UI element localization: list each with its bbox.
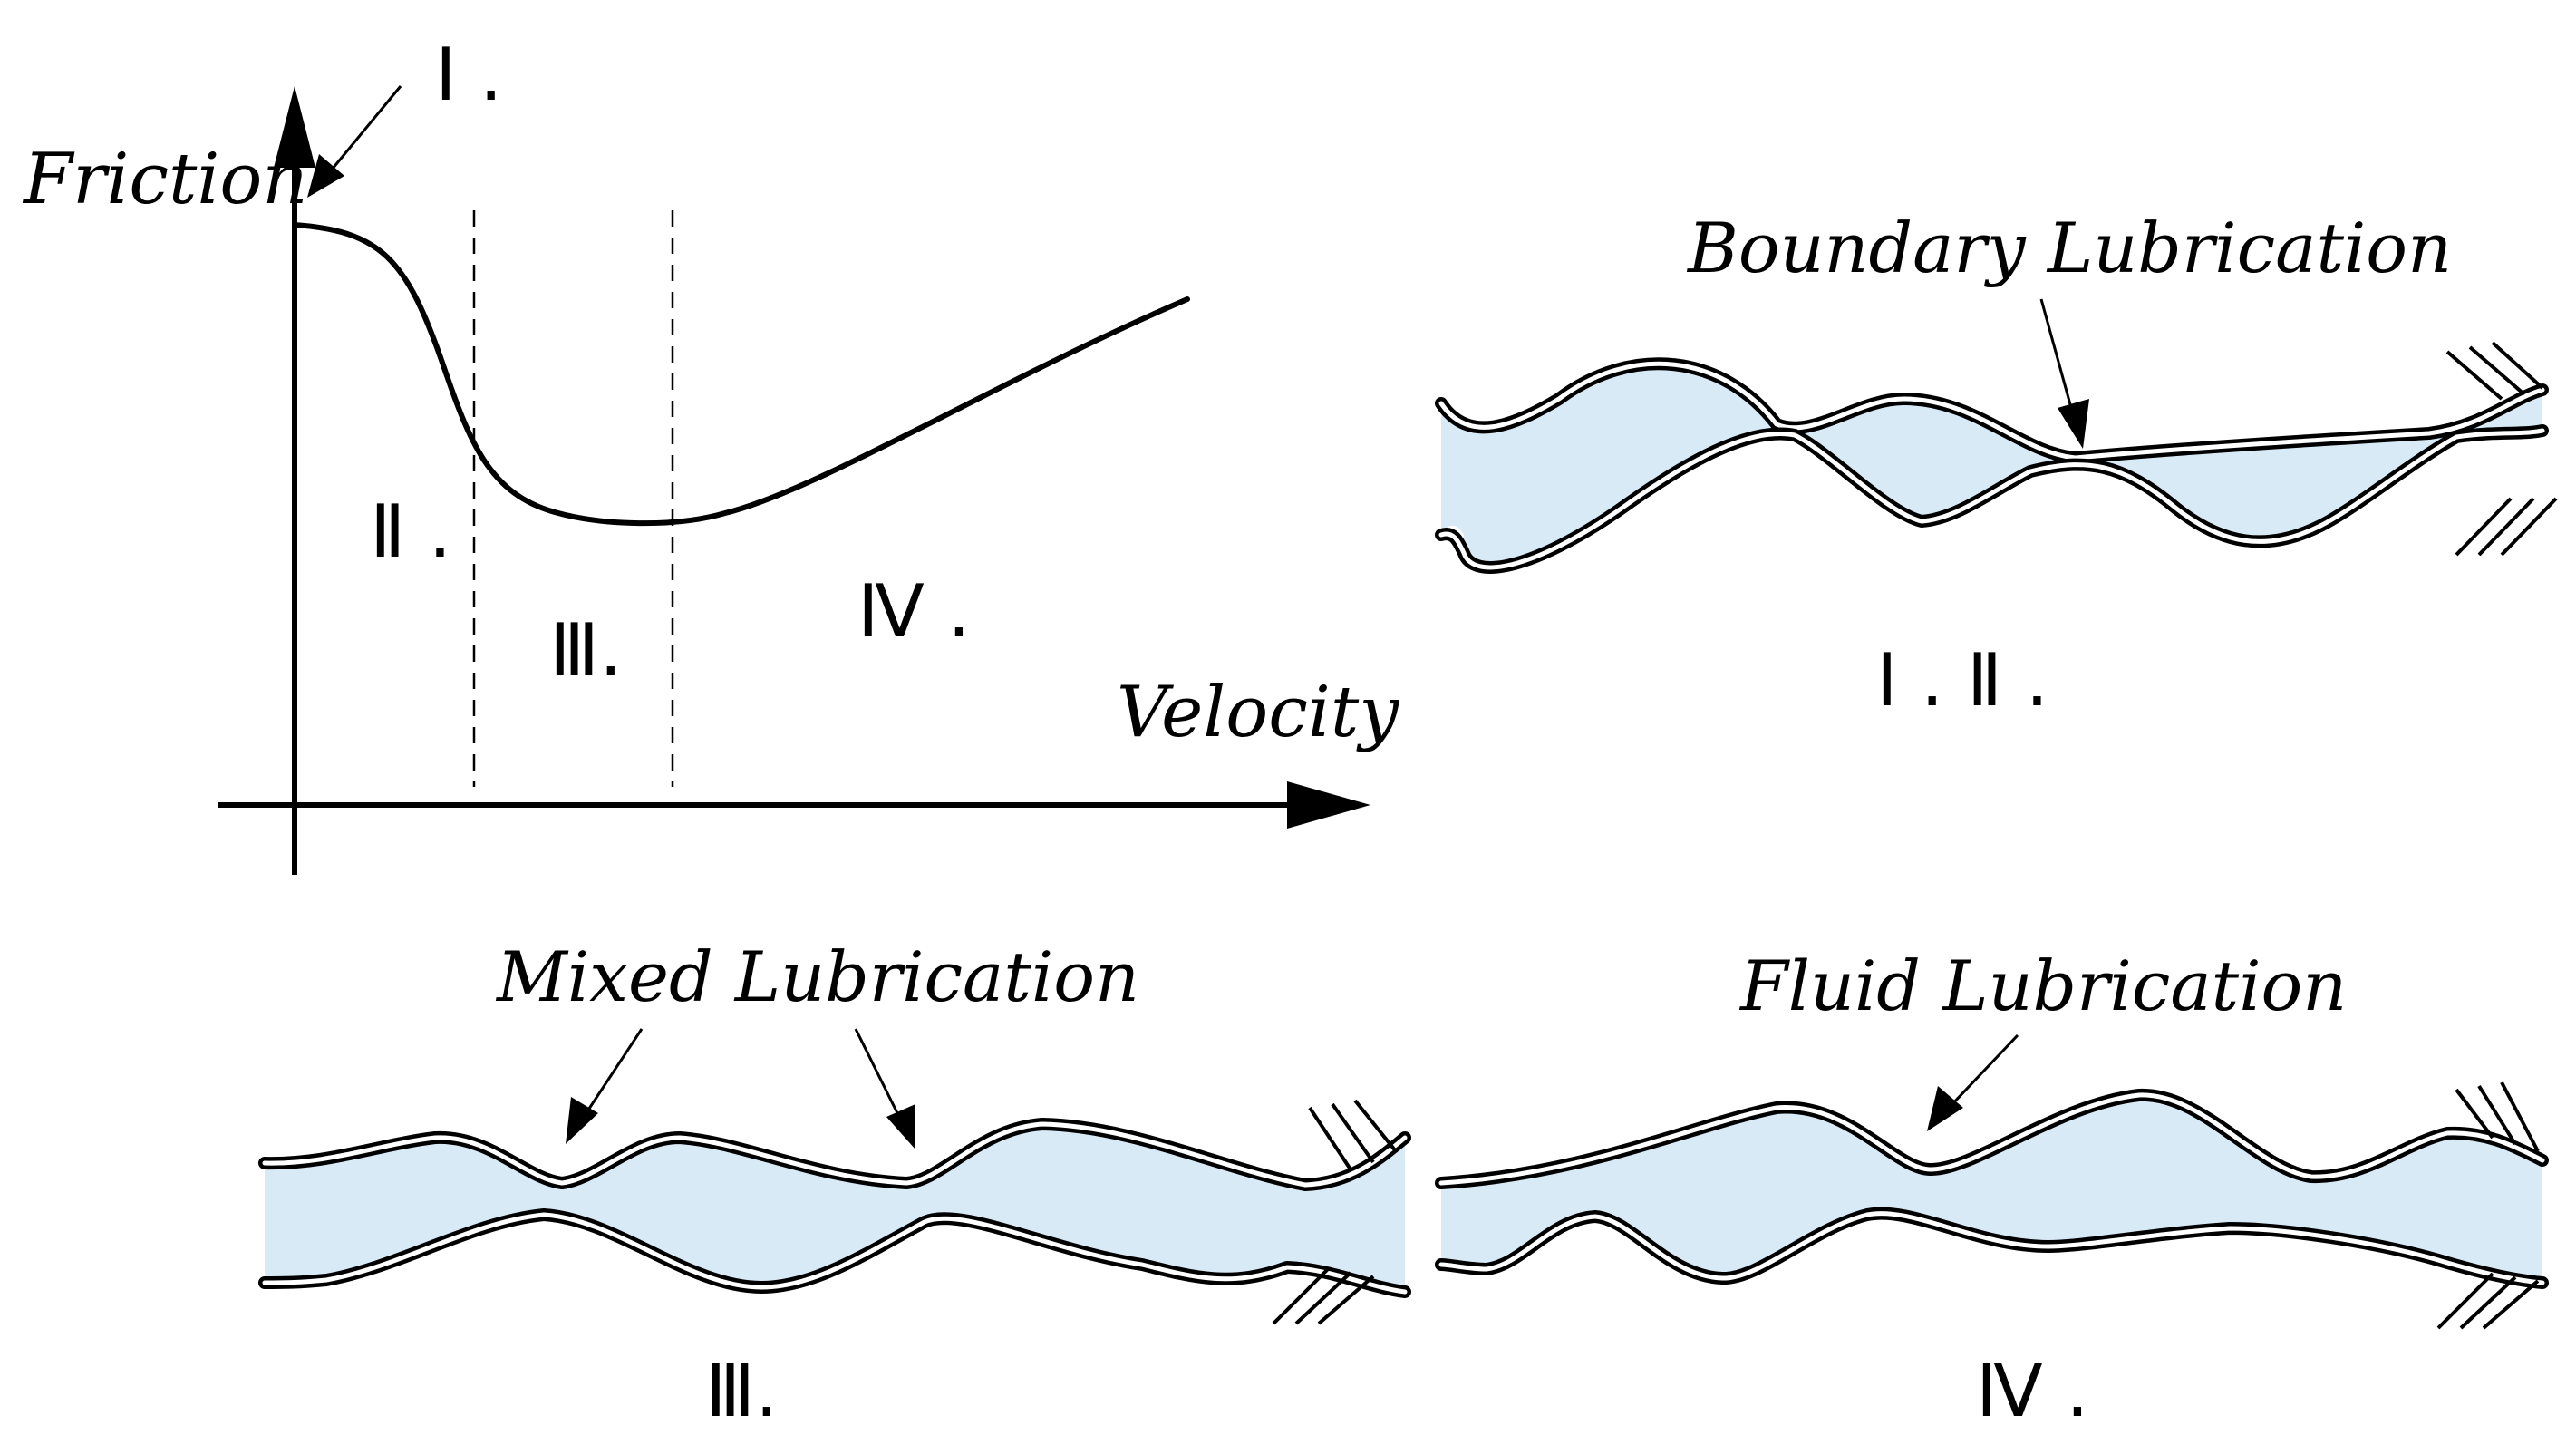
fluid-pointer-arrowhead [1927, 1086, 1963, 1131]
fluid-lubrication-panel: Fluid Lubrication Ⅳ . [1435, 946, 2549, 1433]
region-4-label: Ⅳ . [857, 569, 971, 654]
boundary-title: Boundary Lubrication [1686, 208, 2452, 288]
boundary-pointer [2039, 298, 2077, 425]
boundary-upper-hatching [2445, 341, 2544, 401]
x-axis-arrowhead [1287, 781, 1370, 829]
mixed-lubrication-panel: Mixed Lubrication Ⅲ. [258, 936, 1411, 1433]
boundary-caption: Ⅰ . Ⅱ . [1876, 638, 2048, 722]
boundary-lubricant-fill [1441, 364, 2542, 571]
fluid-lubricant-fill [1441, 1094, 2542, 1283]
fluid-upper-hatching [2455, 1081, 2540, 1152]
mixed-upper-hatching [1308, 1099, 1398, 1171]
region-1-pointer [326, 85, 402, 175]
boundary-lubrication-panel: Boundary Lubrication Ⅰ . Ⅱ . [1435, 208, 2558, 722]
region-3-label: Ⅲ. [549, 608, 623, 693]
mixed-pointer-right-arrowhead [886, 1104, 915, 1149]
y-axis-arrowhead [274, 86, 315, 168]
stribeck-graph: Friction Velocity Ⅰ . Ⅱ . Ⅲ. Ⅳ . [22, 33, 1399, 875]
x-axis-label: Velocity [1117, 672, 1399, 753]
fluid-title: Fluid Lubrication [1738, 946, 2347, 1026]
mixed-lubricant-fill [265, 1124, 1405, 1292]
mixed-pointer-left [580, 1028, 644, 1120]
fluid-lower-hatching [2436, 1272, 2540, 1330]
boundary-pointer-arrowhead [2058, 399, 2089, 449]
mixed-pointer-left-arrowhead [566, 1097, 598, 1144]
fluid-pointer [1947, 1033, 2019, 1110]
boundary-lower-hatching [2455, 497, 2558, 557]
region-1-label: Ⅰ . [435, 33, 502, 117]
region-2-label: Ⅱ . [370, 490, 451, 574]
mixed-title: Mixed Lubrication [495, 936, 1139, 1017]
mixed-pointer-right [854, 1028, 904, 1123]
mixed-lower-hatching [1272, 1267, 1375, 1325]
mixed-caption: Ⅲ. [705, 1349, 779, 1433]
y-axis-label: Friction [22, 139, 308, 220]
fluid-caption: Ⅳ . [1976, 1349, 2089, 1433]
stribeck-curve [292, 222, 1190, 527]
region-1-pointer-arrowhead [307, 154, 344, 198]
